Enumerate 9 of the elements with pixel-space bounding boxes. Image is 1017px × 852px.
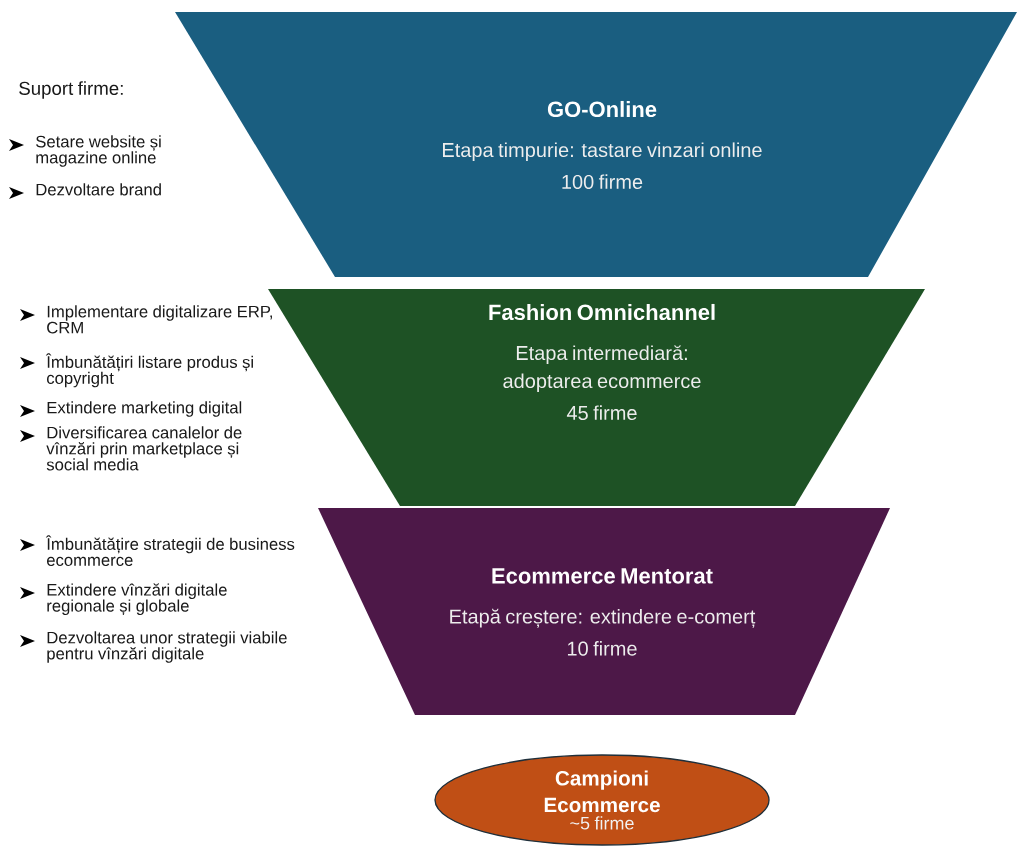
bullet-item: Îmbunătățiri listare produs și copyright: [45, 353, 253, 388]
funnel-stage: GO-Online Etapa timpurie: tastare vinzari online 100 firme: [175, 12, 1017, 277]
bullet-item: Extindere marketing digital: [47, 401, 242, 417]
funnel-stage: Ecommerce Mentorat Etapă creștere: extindere e-comerț 10 firme: [318, 508, 890, 715]
bullet-item: Dezvoltarea unor strategii viabile pentru vînzări digitale: [47, 631, 287, 663]
heading-text: Suport firme:: [19, 81, 123, 99]
bullet-item: Extindere vînzări digitale regionale și globale: [47, 583, 227, 616]
bullet-item: Îmbunătățire strategii de business ecommerce: [45, 535, 295, 566]
bullet-item: Diversificarea canalelor de vînzări prin marketplace și social media: [46, 426, 242, 471]
